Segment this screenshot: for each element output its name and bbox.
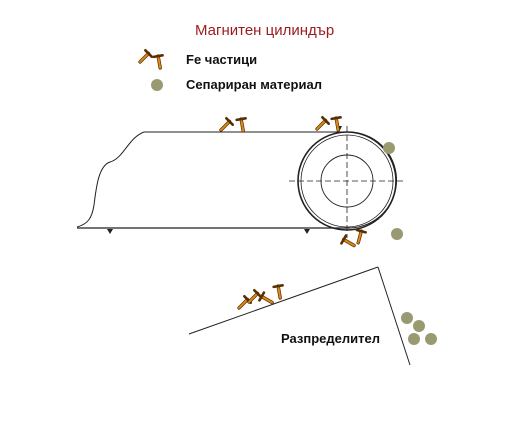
iron-particle-icon (135, 48, 167, 71)
separated-material-falling (383, 142, 403, 240)
fe-particles-on-belt (216, 115, 345, 135)
cylinder-centerlines (289, 126, 405, 238)
conveyor-belt (76, 131, 398, 229)
legend-separated-label: Сепариран материал (186, 77, 322, 92)
diagram-title: Магнитен цилиндър (195, 22, 335, 39)
belt-roller-markers (107, 126, 342, 234)
fe-particles-collected (234, 283, 287, 313)
fe-particles-on-cylinder (339, 228, 368, 252)
distributor-splitter (188, 266, 411, 366)
legend-fe-label: Fe частици (186, 52, 258, 67)
distributor-label: Разпределител (281, 331, 380, 346)
separated-material-collected (401, 312, 437, 345)
material-particle-icon (151, 79, 163, 91)
